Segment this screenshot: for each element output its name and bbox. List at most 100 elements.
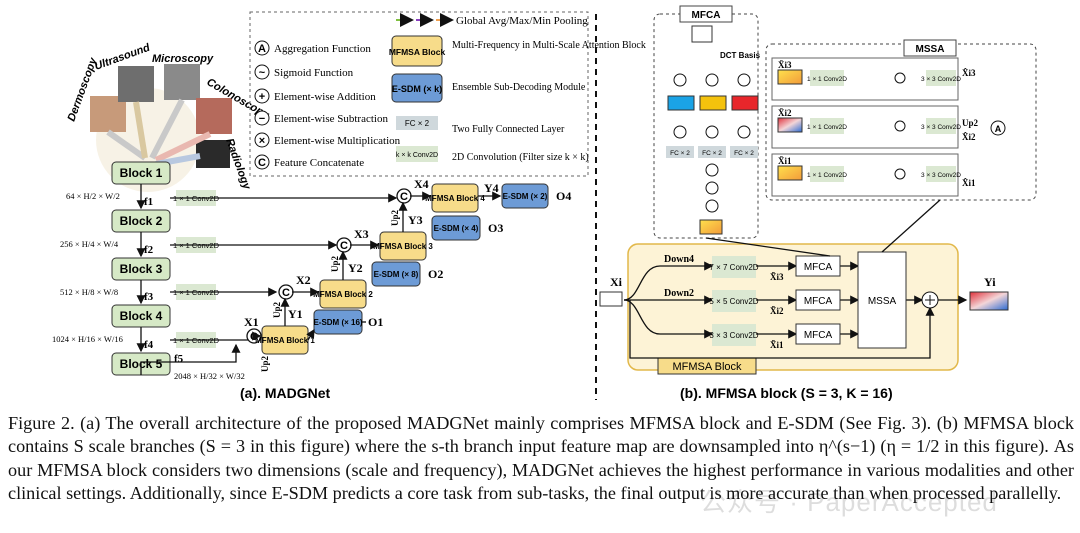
legend-box bbox=[249, 11, 589, 177]
output-label: Yi bbox=[984, 275, 996, 289]
esdm-box-2 bbox=[371, 261, 421, 287]
legend-symbol: A bbox=[258, 43, 266, 55]
mssa-out-label: X̂i2 bbox=[962, 132, 976, 142]
mfca-internals bbox=[666, 73, 759, 235]
mfca-box bbox=[795, 323, 841, 345]
legend-text: Multi-Frequency in Multi-Scale Attention… bbox=[452, 40, 646, 51]
input-label: Xi bbox=[610, 275, 623, 289]
legend-box-label: MFMSA Block bbox=[389, 47, 446, 57]
concat-symbol: C bbox=[400, 191, 408, 203]
conv-label: 1 × 1 Conv2D bbox=[807, 172, 847, 179]
panel-b-title: (b). MFMSA block (S = 3, K = 16) bbox=[680, 385, 893, 401]
output-label: O2 bbox=[428, 267, 443, 281]
conv-label: 3 × 3 Conv2D bbox=[921, 76, 961, 83]
encoder-block-label: Block 2 bbox=[120, 214, 163, 228]
esdm-label: E-SDM (× 2) bbox=[503, 192, 548, 201]
modality-label: Microscopy bbox=[152, 53, 214, 65]
conv-box bbox=[712, 256, 756, 278]
input-cube bbox=[599, 291, 623, 307]
x-label: X2 bbox=[296, 273, 311, 287]
radiology-image bbox=[196, 140, 230, 168]
mfca-box bbox=[795, 289, 841, 311]
x-label: X3 bbox=[354, 227, 369, 241]
down-label: Down4 bbox=[664, 254, 694, 265]
microscopy-image bbox=[164, 64, 200, 100]
feature-label: f1 bbox=[144, 196, 153, 208]
legend-text: Aggregation Function bbox=[274, 43, 371, 55]
concat-symbol: C bbox=[282, 287, 290, 299]
mssa-title: MSSA bbox=[916, 44, 945, 55]
mssa-box-label: MSSA bbox=[868, 296, 897, 307]
legend-box-label: k × k Conv2D bbox=[396, 152, 438, 159]
conv-box bbox=[712, 324, 756, 346]
fc-label: FC × 2 bbox=[734, 150, 754, 157]
mssa-in-label: X̄i2 bbox=[778, 108, 792, 118]
dim-label: 256 × H/4 × W/4 bbox=[60, 239, 119, 249]
figure-caption: Figure 2. (a) The overall architecture o… bbox=[8, 413, 1074, 504]
y-label: Y4 bbox=[484, 181, 499, 195]
legend-symbol: × bbox=[259, 135, 265, 147]
mfmsa-block-4 bbox=[431, 183, 479, 213]
dct-label: DCT Basis bbox=[720, 51, 761, 60]
legend-left: A Aggregation Function ~ Sigmoid Functio… bbox=[254, 40, 401, 170]
colonoscopy-image bbox=[196, 98, 232, 134]
dim-label: 64 × H/2 × W/2 bbox=[66, 191, 120, 201]
output-label: O4 bbox=[556, 189, 571, 203]
mfca-title-box bbox=[679, 5, 733, 23]
conv-label: 1 × 1 Conv2D bbox=[807, 76, 847, 83]
output-cube bbox=[969, 291, 1009, 311]
esdm-box-4 bbox=[501, 183, 549, 209]
y-label: Y3 bbox=[408, 213, 423, 227]
legend-symbol: ~ bbox=[259, 67, 266, 79]
mfca-label: MFCA bbox=[804, 330, 833, 341]
mssa-out-label: X̂i3 bbox=[962, 68, 976, 78]
concat-symbol: C bbox=[340, 240, 348, 252]
output-label: O1 bbox=[368, 315, 383, 329]
legend-text: Feature Concatenate bbox=[274, 157, 364, 169]
branch-x: X̃i2 bbox=[770, 306, 784, 316]
feature-label: f4 bbox=[144, 339, 154, 351]
watermark: 公众号 · PaperAccepted bbox=[700, 487, 998, 517]
branch-conv: 7 × 7 Conv2D bbox=[709, 263, 758, 272]
mssa-in-label: X̄i3 bbox=[778, 60, 792, 70]
dim-label: 512 × H/8 × W/8 bbox=[60, 287, 118, 297]
legend-box-label: E-SDM (× k) bbox=[392, 84, 442, 94]
up-label: Up2 bbox=[260, 355, 270, 372]
up-label: Up2 bbox=[330, 255, 340, 272]
branch-x: X̃i1 bbox=[770, 340, 784, 350]
down-label: Down2 bbox=[664, 288, 694, 299]
branch-x: X̃i3 bbox=[770, 272, 784, 282]
esdm-label: E-SDM (× 16) bbox=[313, 318, 362, 327]
up-label: Up2 bbox=[272, 301, 282, 318]
mfca-box bbox=[795, 255, 841, 277]
feature-label: f3 bbox=[144, 291, 154, 303]
legend-symbol: + bbox=[259, 91, 265, 103]
pooling-legend: Global Avg/Max/Min Pooling bbox=[456, 15, 588, 27]
y-label: Y2 bbox=[348, 261, 363, 275]
legend-text: Two Fully Connected Layer bbox=[452, 124, 565, 135]
mssa-rows bbox=[771, 57, 1006, 197]
fc-label: FC × 2 bbox=[702, 150, 722, 157]
dim-label: 1024 × H/16 × W/16 bbox=[52, 334, 123, 344]
upsample-label: Up2 bbox=[962, 118, 979, 128]
encoder-block-label: Block 4 bbox=[120, 309, 163, 323]
esdm-label: E-SDM (× 4) bbox=[434, 224, 479, 233]
legend-symbol: C bbox=[258, 157, 266, 169]
mssa-out-label: X̂i1 bbox=[962, 178, 976, 188]
legend-text: Element-wise Subtraction bbox=[274, 113, 388, 125]
legend-text: 2D Convolution (Filter size k × k) bbox=[452, 152, 589, 163]
esdm-box-3 bbox=[431, 215, 481, 241]
mfmsa-block-label: MFMSA Block 1 bbox=[255, 336, 315, 345]
encoder-block-label: Block 3 bbox=[120, 262, 163, 276]
output-label: O3 bbox=[488, 221, 503, 235]
mfca-title: MFCA bbox=[692, 10, 721, 21]
mssa-title-box bbox=[903, 39, 957, 57]
feature-label: f5 bbox=[174, 353, 184, 365]
ultrasound-image bbox=[118, 66, 154, 102]
aggregate-symbol: A bbox=[995, 124, 1002, 134]
branch-conv: 5 × 5 Conv2D bbox=[709, 297, 758, 306]
panel-a-title: (a). MADGNet bbox=[240, 385, 331, 401]
legend-text: Ensemble Sub-Decoding Module bbox=[452, 82, 586, 93]
x-label: X1 bbox=[244, 315, 259, 329]
y-label: Y1 bbox=[288, 307, 303, 321]
